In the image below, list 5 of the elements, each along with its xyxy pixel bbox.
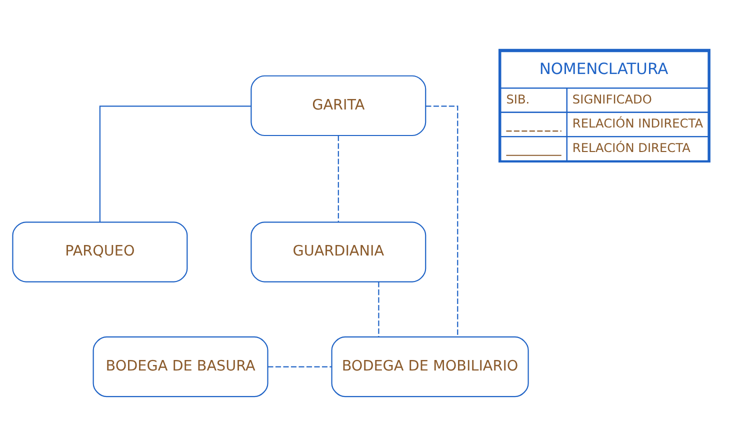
label: NOMENCLATURA <box>539 60 668 78</box>
label: SIGNIFICADO <box>572 92 652 106</box>
label: SIB. <box>506 92 530 106</box>
legend-label: RELACIÓN DIRECTA <box>572 140 690 155</box>
legend-label: RELACIÓN INDIRECTA <box>572 116 704 131</box>
